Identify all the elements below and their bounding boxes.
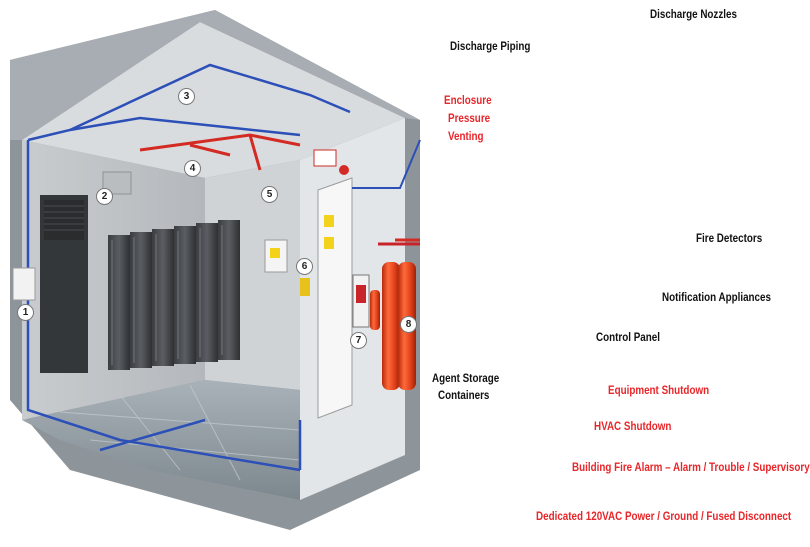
label-fire-detectors: Fire Detectors — [696, 231, 763, 245]
callout-8: 8 — [400, 316, 417, 333]
label-equipment-shutdown: Equipment Shutdown — [608, 383, 710, 397]
fire-suppression-diagram — [10, 10, 421, 530]
manual-release-station — [300, 278, 310, 296]
callout-1: 1 — [17, 304, 34, 321]
label-enclosure: Enclosure — [444, 93, 492, 107]
callout-2: 2 — [96, 188, 113, 205]
door-sign — [313, 149, 337, 167]
label-hvac-shutdown: HVAC Shutdown — [594, 419, 672, 433]
callout-6: 6 — [296, 258, 313, 275]
callout-5: 5 — [261, 186, 278, 203]
label-venting: Venting — [448, 129, 484, 143]
label-containers: Containers — [438, 388, 490, 402]
callout-3: 3 — [178, 88, 195, 105]
room-ceiling — [22, 22, 405, 178]
callout-4: 4 — [184, 160, 201, 177]
label-dedicated-power: Dedicated 120VAC Power / Ground / Fused … — [536, 509, 792, 523]
server-racks — [108, 220, 240, 370]
label-discharge-piping: Discharge Piping — [450, 39, 531, 53]
exit-door — [317, 177, 353, 419]
label-notification-appliances: Notification Appliances — [662, 290, 771, 304]
label-discharge-nozzles: Discharge Nozzles — [650, 7, 737, 21]
label-control-panel: Control Panel — [596, 330, 660, 344]
room-floor — [22, 380, 300, 500]
label-building-fire-alarm: Building Fire Alarm – Alarm / Trouble / … — [572, 460, 810, 474]
wall-junction-box — [12, 267, 36, 301]
server-room-illustration — [10, 10, 421, 530]
label-agent-storage: Agent Storage — [432, 371, 500, 385]
label-pressure: Pressure — [448, 111, 491, 125]
callout-7: 7 — [350, 332, 367, 349]
wall-vent — [102, 171, 132, 195]
alarm-bell — [339, 165, 349, 175]
room-discharge-piping — [139, 133, 420, 242]
